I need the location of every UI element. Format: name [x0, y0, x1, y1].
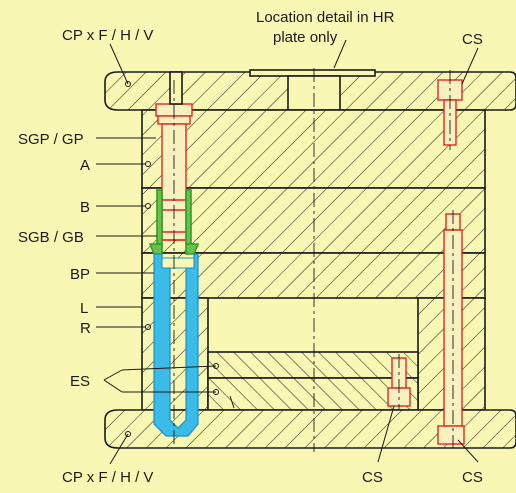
cap-screw-top: [437, 70, 463, 150]
label-location-detail-2: plate only: [273, 29, 338, 46]
label-cs-bottom-right: CS: [462, 469, 483, 486]
ejector-plate: [207, 377, 419, 411]
label-l: L: [80, 300, 88, 317]
plate-b: [141, 187, 486, 254]
leader-lines: [96, 39, 479, 465]
label-sgp-gp: SGP / GP: [18, 131, 84, 148]
plate-a: [141, 109, 486, 189]
guide-bush: [148, 189, 200, 255]
bottom-clamp-plate: [104, 409, 516, 449]
ejector-pin-mark: [229, 395, 235, 409]
label-cs-bottom-middle: CS: [362, 469, 383, 486]
label-bottom-clamp: CP x F / H / V: [62, 469, 153, 486]
label-es: ES: [70, 373, 90, 390]
label-location-detail-1: Location detail in HR: [256, 9, 395, 26]
backing-plate: [141, 252, 486, 299]
label-top-clamp: CP x F / H / V: [62, 27, 153, 44]
label-cs-top: CS: [462, 31, 483, 48]
label-bp: BP: [70, 266, 90, 283]
cap-screw-long: [437, 210, 465, 448]
label-a: A: [80, 157, 90, 174]
label-r: R: [80, 320, 91, 337]
cap-screw-ejector: [387, 354, 411, 410]
locating-bush: [153, 253, 199, 437]
ejector-retainer-plate: [207, 351, 419, 379]
label-sgb-gb: SGB / GB: [18, 229, 84, 246]
label-b: B: [80, 199, 90, 216]
